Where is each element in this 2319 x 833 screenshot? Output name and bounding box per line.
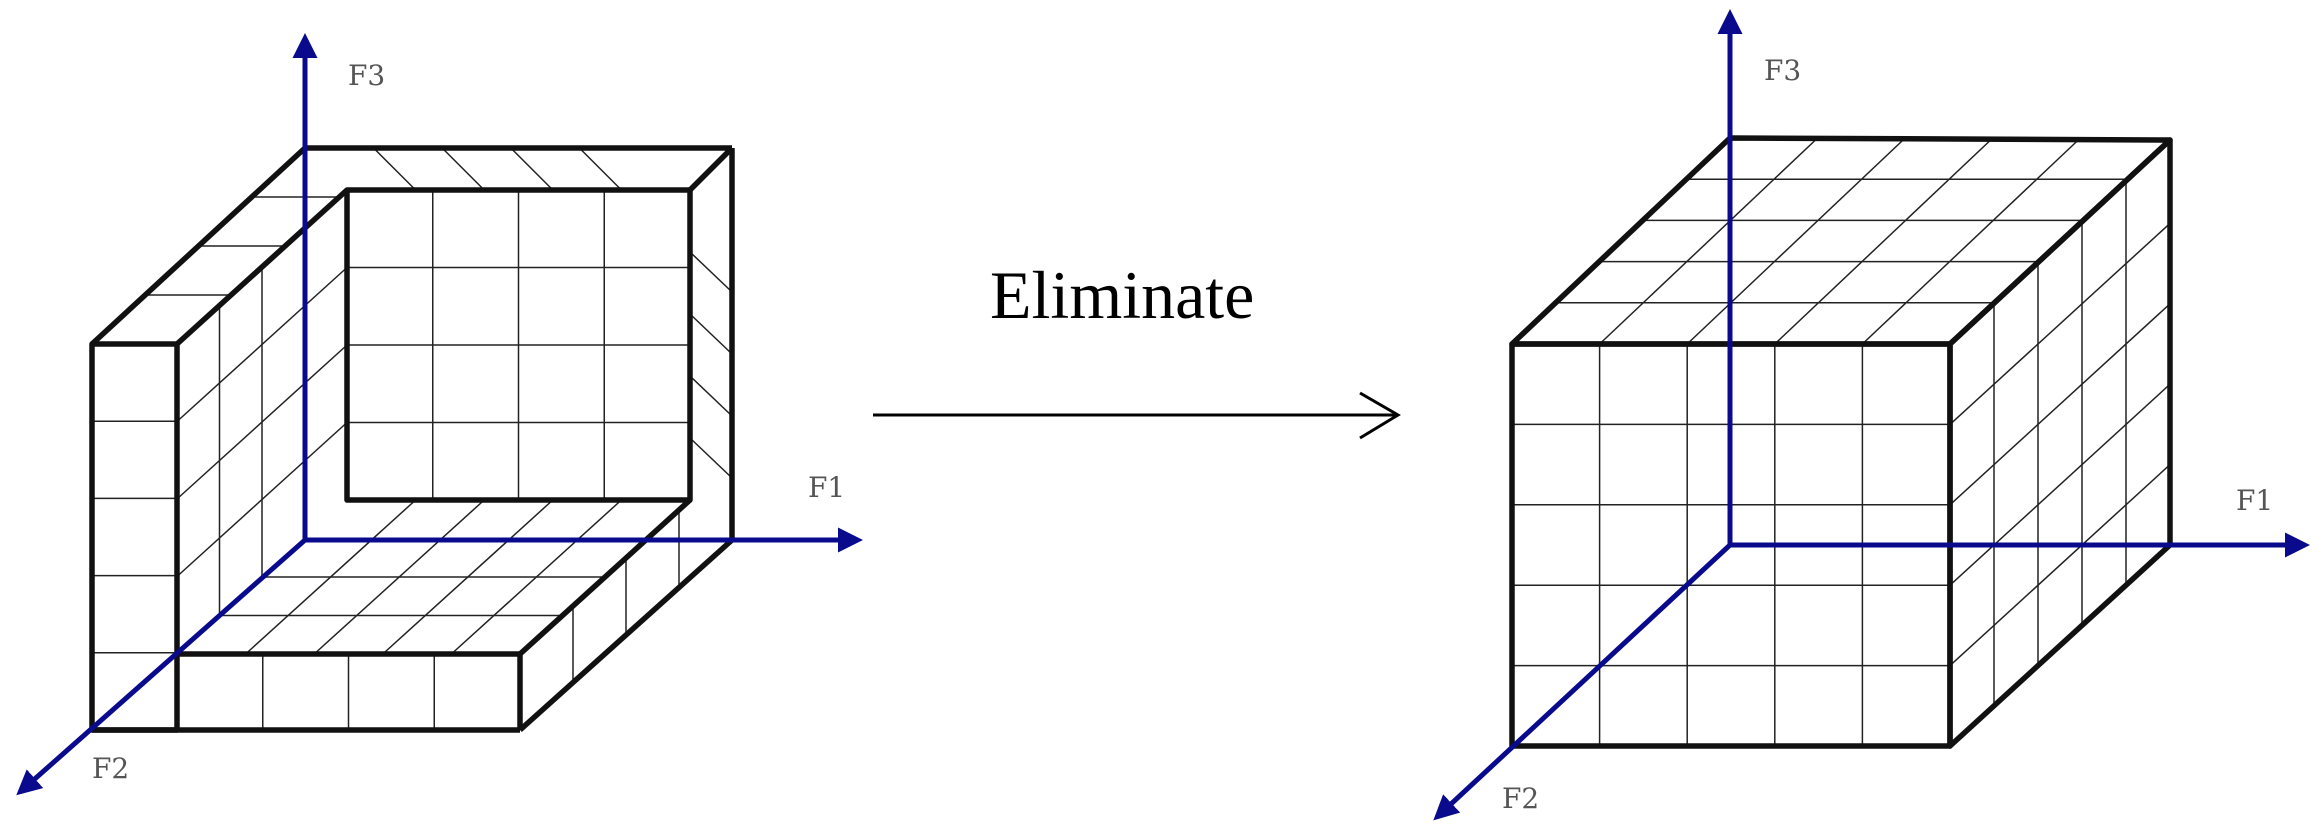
right-arrow-icon: [873, 391, 1401, 440]
left-edges: [89, 145, 735, 733]
left-pillar-side-grid-line: [176, 344, 348, 500]
left-topstrip-grid-line: [373, 147, 417, 191]
right-top-grid-line: [1774, 137, 1994, 345]
left-axis-label-f3: F3: [348, 59, 385, 92]
right-top-grid-line: [1686, 137, 1906, 345]
right-side-grid-line: [1949, 383, 2171, 586]
transition: Eliminate: [873, 257, 1401, 440]
right-top-grid-line: [1861, 137, 2081, 345]
left-axes: [16, 33, 863, 796]
left-axis-label-f2: F2: [92, 752, 129, 785]
right-side-grid-line: [1949, 303, 2171, 506]
left-pillar-side-grid-line: [176, 266, 348, 423]
left-figure: F3 F1 F2: [16, 33, 863, 796]
left-axis-label-f1: F1: [808, 471, 845, 504]
right-axis-label-f2: F2: [1502, 782, 1539, 815]
left-pillar-front-edge: [89, 341, 180, 733]
left-floor-right-top-edge: [518, 497, 692, 657]
left-topstrip-grid-line: [441, 147, 485, 191]
right-axis-f2: [1433, 543, 1732, 821]
right-side-grid-line: [1949, 464, 2171, 667]
right-grid-lines: [1512, 137, 2171, 746]
right-top-grid-line: [1599, 137, 1819, 345]
right-axes: [1433, 9, 2310, 821]
left-pillar-inner-top-edge: [175, 187, 349, 347]
left-topstrip-grid-line: [578, 147, 622, 191]
left-rightstrip-grid-line: [689, 313, 733, 355]
left-topstrip-grid-line: [510, 147, 554, 191]
right-figure: F3 F1 F2: [1433, 9, 2310, 821]
left-rightstrip-grid-line: [689, 437, 733, 479]
right-side-grid-line: [1949, 222, 2171, 425]
transition-caption: Eliminate: [990, 257, 1254, 333]
left-pillar-outer-top-edge: [90, 145, 307, 347]
left-floor-bottom-side-edge: [518, 537, 734, 733]
right-axis-label-f3: F3: [1764, 54, 1801, 87]
left-axis-f2: [16, 538, 307, 796]
left-rightstrip-grid-line: [689, 375, 733, 417]
right-axis-label-f1: F1: [2236, 484, 2273, 517]
left-back-right-top-edge: [688, 146, 734, 192]
left-pillar-side-grid-line: [176, 421, 348, 578]
left-rightstrip-grid-line: [689, 251, 733, 293]
